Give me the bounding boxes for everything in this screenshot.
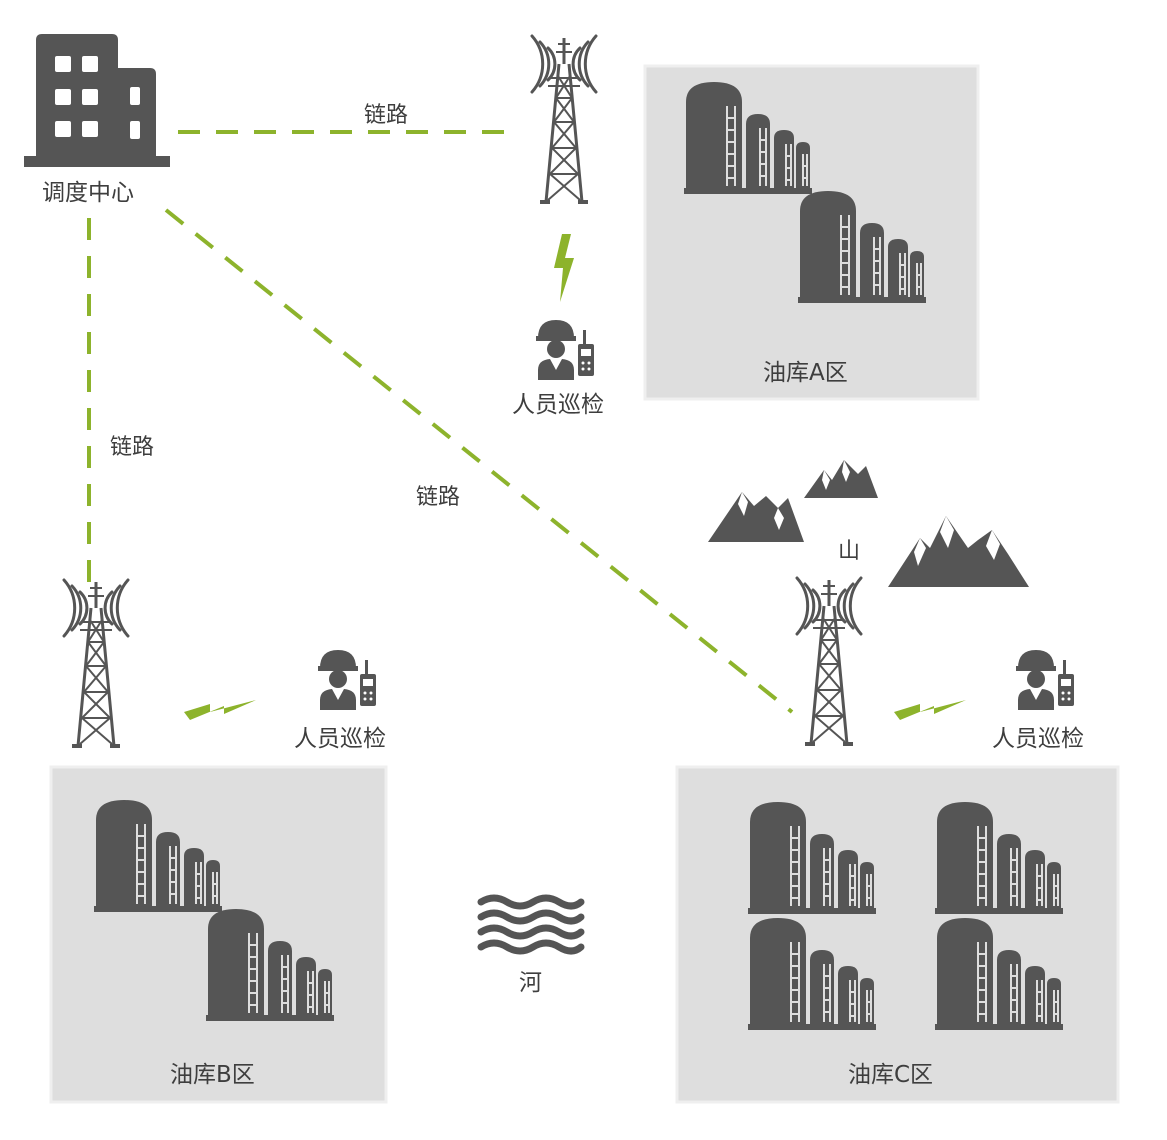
lightning-icon: [894, 700, 966, 720]
link-line-center-tower-c: [164, 208, 794, 714]
worker-with-radio-icon: [536, 320, 594, 380]
building-icon: [24, 34, 170, 167]
depot-a-label: 油库A区: [763, 360, 848, 386]
radio-tower-icon: [530, 34, 598, 204]
depot-c-zone: [675, 765, 1120, 1104]
radio-tower-icon: [62, 578, 130, 748]
depot-c-label: 油库C区: [848, 1062, 933, 1088]
wave-icon: [477, 894, 585, 955]
patrol-label-b: 人员巡检: [294, 726, 386, 752]
radio-tower-icon: [795, 576, 863, 746]
mountain-label: 山: [838, 539, 860, 564]
lightning-icon: [184, 700, 256, 720]
link-label-left: 链路: [110, 435, 154, 460]
depot-b-label: 油库B区: [170, 1062, 255, 1088]
link-label-diagonal: 链路: [416, 485, 460, 510]
lightning-icon: [554, 234, 574, 302]
link-label-top: 链路: [364, 103, 408, 128]
patrol-label-c: 人员巡检: [992, 726, 1084, 752]
river-label: 河: [519, 970, 542, 996]
worker-with-radio-icon: [1016, 650, 1074, 710]
worker-with-radio-icon: [318, 650, 376, 710]
dispatch-center-label: 调度中心: [42, 180, 134, 206]
mountain-icon: [708, 460, 1029, 587]
patrol-label-a: 人员巡检: [512, 392, 604, 418]
